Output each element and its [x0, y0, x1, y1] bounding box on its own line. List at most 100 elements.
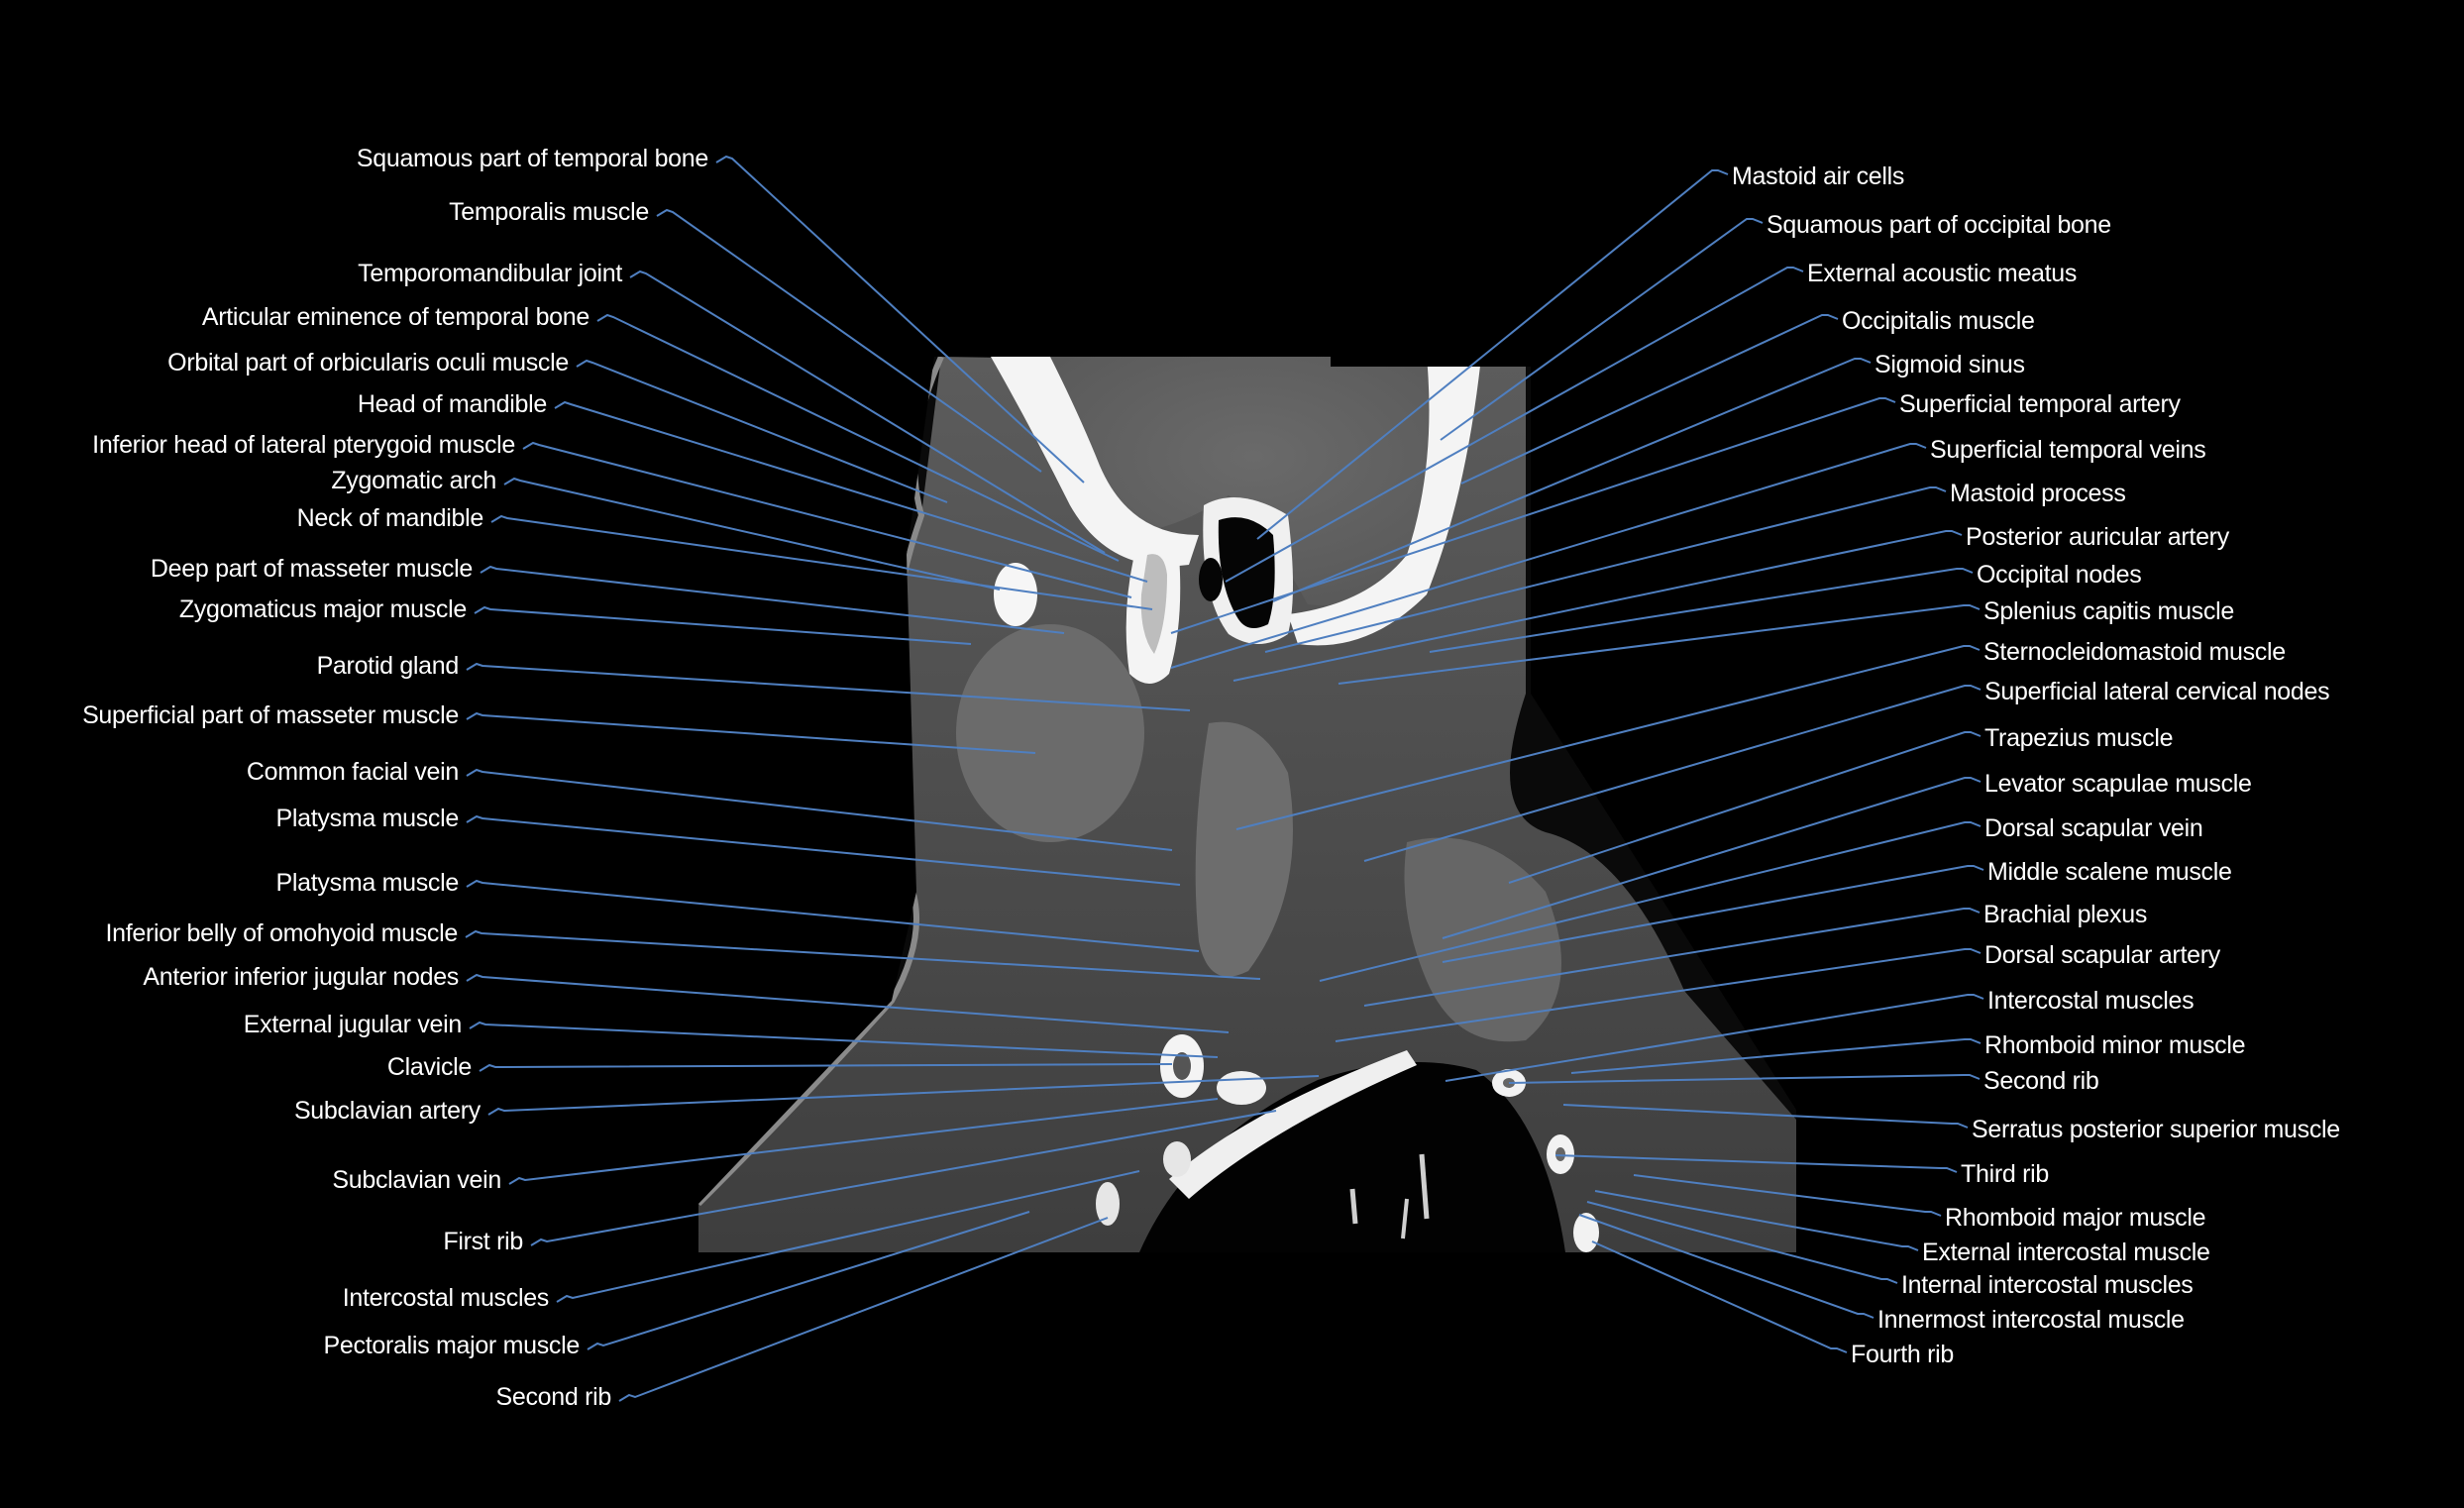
label-inferior-belly-of-omohyoid-muscle: Inferior belly of omohyoid muscle [105, 919, 458, 947]
label-sternocleidomastoid-muscle: Sternocleidomastoid muscle [1983, 638, 2286, 666]
leader-line [587, 1211, 1030, 1350]
leader-line [1264, 486, 1947, 653]
label-posterior-auricular-artery: Posterior auricular artery [1966, 523, 2229, 551]
label-anterior-inferior-jugular-nodes: Anterior inferior jugular nodes [143, 963, 459, 991]
label-external-acoustic-meatus: External acoustic meatus [1807, 260, 2078, 287]
label-rhomboid-major-muscle: Rhomboid major muscle [1945, 1204, 2206, 1232]
label-squamous-part-of-occipital-bone: Squamous part of occipital bone [1767, 211, 2111, 239]
leader-line [629, 269, 1106, 554]
leader-line [554, 400, 1148, 583]
leader-line [1363, 908, 1981, 1007]
leader-line [487, 1075, 1320, 1116]
label-neck-of-mandible: Neck of mandible [296, 504, 484, 532]
leader-line [1256, 169, 1729, 540]
label-subclavian-artery: Subclavian artery [293, 1097, 481, 1125]
ct-image-content [698, 357, 1796, 1252]
label-fourth-rib: Fourth rib [1851, 1341, 1954, 1368]
label-middle-scalene-muscle: Middle scalene muscle [1987, 858, 2232, 886]
leader-line [465, 929, 1261, 980]
label-superficial-temporal-artery: Superficial temporal artery [1899, 390, 2181, 418]
label-occipital-nodes: Occipital nodes [1977, 561, 2142, 589]
leader-line [1562, 1104, 1969, 1129]
leader-line [466, 768, 1173, 851]
label-temporomandibular-joint: Temporomandibular joint [358, 260, 622, 287]
label-platysma-muscle: Platysma muscle [275, 869, 460, 897]
leader-line [480, 565, 1065, 634]
label-superficial-lateral-cervical-nodes: Superficial lateral cervical nodes [1984, 678, 2330, 705]
label-articular-eminence-of-temporal-bone: Articular eminence of temporal bone [201, 303, 589, 331]
leader-line [1445, 994, 1984, 1082]
label-mastoid-air-cells: Mastoid air cells [1732, 162, 1905, 190]
leader-line [530, 1110, 1277, 1246]
label-sigmoid-sinus: Sigmoid sinus [1875, 351, 2025, 378]
label-external-jugular-vein: External jugular vein [243, 1011, 463, 1038]
leader-line [656, 208, 1042, 473]
label-serratus-posterior-superior-muscle: Serratus posterior superior muscle [1972, 1116, 2340, 1143]
leader-line [1594, 1190, 1919, 1251]
label-superficial-temporal-veins: Superficial temporal veins [1930, 436, 2206, 464]
leader-line [503, 477, 1001, 591]
label-first-rib: First rib [443, 1228, 523, 1255]
label-levator-scapulae-muscle: Levator scapulae muscle [1984, 770, 2252, 798]
leader-line [466, 662, 1191, 711]
label-brachial-plexus: Brachial plexus [1983, 901, 2148, 928]
leader-line [1442, 777, 1982, 939]
label-third-rib: Third rib [1961, 1160, 2049, 1188]
leader-line [490, 514, 1153, 610]
leader-line [1232, 530, 1963, 682]
label-intercostal-muscles: Intercostal muscles [1987, 987, 2195, 1015]
label-innermost-intercostal-muscle: Innermost intercostal muscle [1877, 1306, 2185, 1334]
label-orbital-part-of-orbicularis-oculi-muscle: Orbital part of orbicularis oculi muscle [167, 349, 569, 377]
label-platysma-muscle: Platysma muscle [275, 805, 460, 832]
leader-line [1460, 314, 1839, 485]
leader-line [596, 313, 1120, 562]
leader-line [1591, 1240, 1848, 1353]
leader-line [1633, 1174, 1942, 1217]
label-superficial-part-of-masseter-muscle: Superficial part of masseter muscle [82, 701, 459, 729]
leader-line [479, 1063, 1173, 1072]
label-clavicle: Clavicle [386, 1053, 472, 1081]
label-mastoid-process: Mastoid process [1950, 480, 2126, 507]
label-temporalis-muscle: Temporalis muscle [449, 198, 649, 226]
leader-line [1508, 731, 1982, 884]
leader-line [1235, 645, 1981, 830]
leader-line [1586, 1201, 1898, 1284]
leader-lines [465, 155, 1984, 1402]
label-deep-part-of-masseter-muscle: Deep part of masseter muscle [150, 555, 473, 583]
leader-line [469, 1021, 1219, 1058]
label-trapezius-muscle: Trapezius muscle [1984, 724, 2174, 752]
leader-line [466, 973, 1230, 1033]
label-splenius-capitis-muscle: Splenius capitis muscle [1983, 597, 2234, 625]
label-intercostal-muscles: Intercostal muscles [342, 1284, 550, 1312]
label-inferior-head-of-lateral-pterygoid-muscle: Inferior head of lateral pterygoid muscl… [92, 431, 515, 459]
label-rhomboid-minor-muscle: Rhomboid minor muscle [1984, 1031, 2246, 1059]
leader-line [1170, 397, 1896, 634]
label-second-rib: Second rib [1983, 1067, 2099, 1095]
leader-line [1338, 604, 1981, 685]
label-dorsal-scapular-vein: Dorsal scapular vein [1984, 814, 2203, 842]
leader-line [474, 605, 972, 645]
leader-line [1570, 1038, 1982, 1074]
label-head-of-mandible: Head of mandible [357, 390, 547, 418]
leader-line [1363, 685, 1982, 862]
leader-line [715, 155, 1085, 484]
leader-line [1440, 218, 1764, 441]
leader-line [466, 711, 1036, 754]
label-parotid-gland: Parotid gland [316, 652, 460, 680]
leader-line [1429, 568, 1974, 653]
label-internal-intercostal-muscles: Internal intercostal muscles [1901, 1271, 2194, 1299]
leader-line [1225, 267, 1804, 583]
leader-line [522, 441, 1132, 598]
label-pectoralis-major-muscle: Pectoralis major muscle [323, 1332, 581, 1359]
label-zygomaticus-major-muscle: Zygomaticus major muscle [178, 595, 467, 623]
leader-line [508, 1098, 1219, 1185]
leader-line [1335, 948, 1982, 1042]
leader-line [1170, 443, 1927, 669]
leader-line [1319, 821, 1982, 982]
leader-line [466, 879, 1200, 952]
label-second-rib: Second rib [495, 1383, 611, 1411]
leader-line [1442, 865, 1984, 963]
label-external-intercostal-muscle: External intercostal muscle [1922, 1239, 2210, 1266]
label-dorsal-scapular-artery: Dorsal scapular artery [1984, 941, 2220, 969]
